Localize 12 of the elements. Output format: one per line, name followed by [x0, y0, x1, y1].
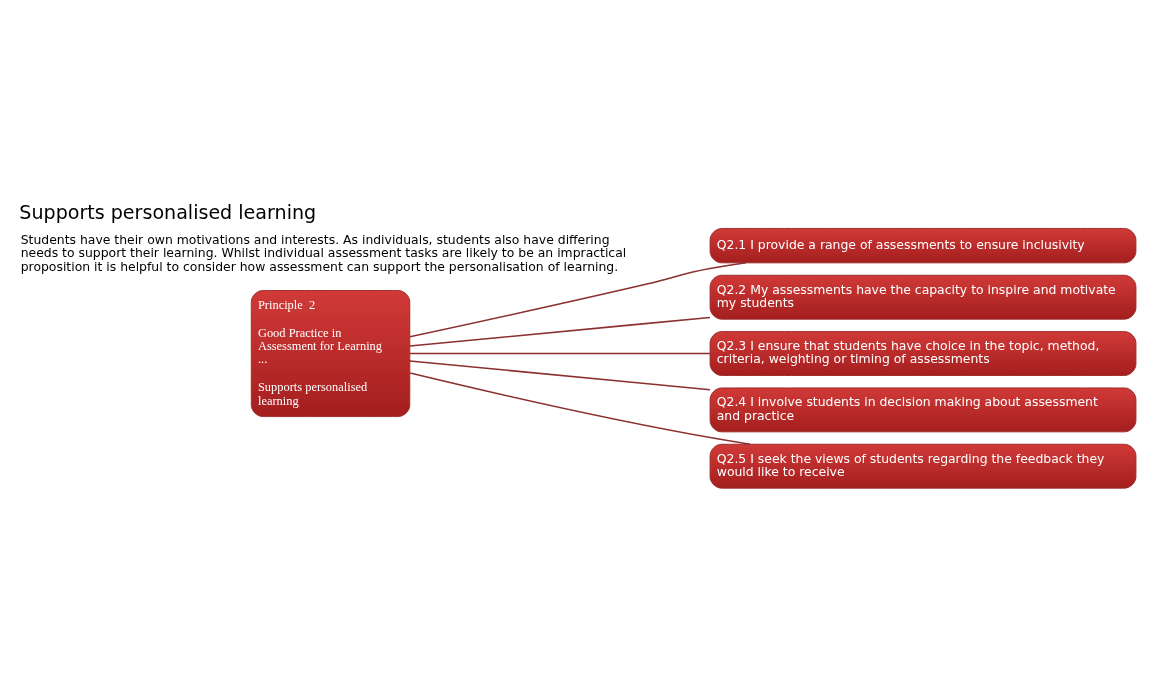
connector: [409, 359, 711, 390]
node-box: Q2.4 I involve students in decision making about assessment and practice: [709, 386, 1137, 432]
node-box: Q2.2 My assessments have the capacity to inspire and motivate my students: [709, 274, 1137, 320]
node-box: Q2.1 I provide a range of assessments to ensure inclusivity: [709, 227, 1137, 263]
diagram-title: Supports personalised learning: [19, 200, 317, 224]
connector: [409, 352, 711, 354]
label: Students have their own motivations and interests. As individuals, students also have differing needs to support their learning. Whilst individual assessment tasks are likely to be an impractical proposition it is helpful to consider how assessment can support the personalisation of learning.: [20, 231, 627, 274]
connector: [409, 316, 711, 347]
connector: [409, 261, 747, 338]
node-box: Q2.3 I ensure that students have choice in the topic, method, criteria, weighting or timing of assessments: [709, 330, 1137, 376]
node-box: Q2.5 I seek the views of students regarding the feedback they would like to receive: [709, 443, 1137, 489]
node-box: Principle 2 Good Practice in Assessment for Learning ... Supports personalised learning: [250, 289, 411, 417]
